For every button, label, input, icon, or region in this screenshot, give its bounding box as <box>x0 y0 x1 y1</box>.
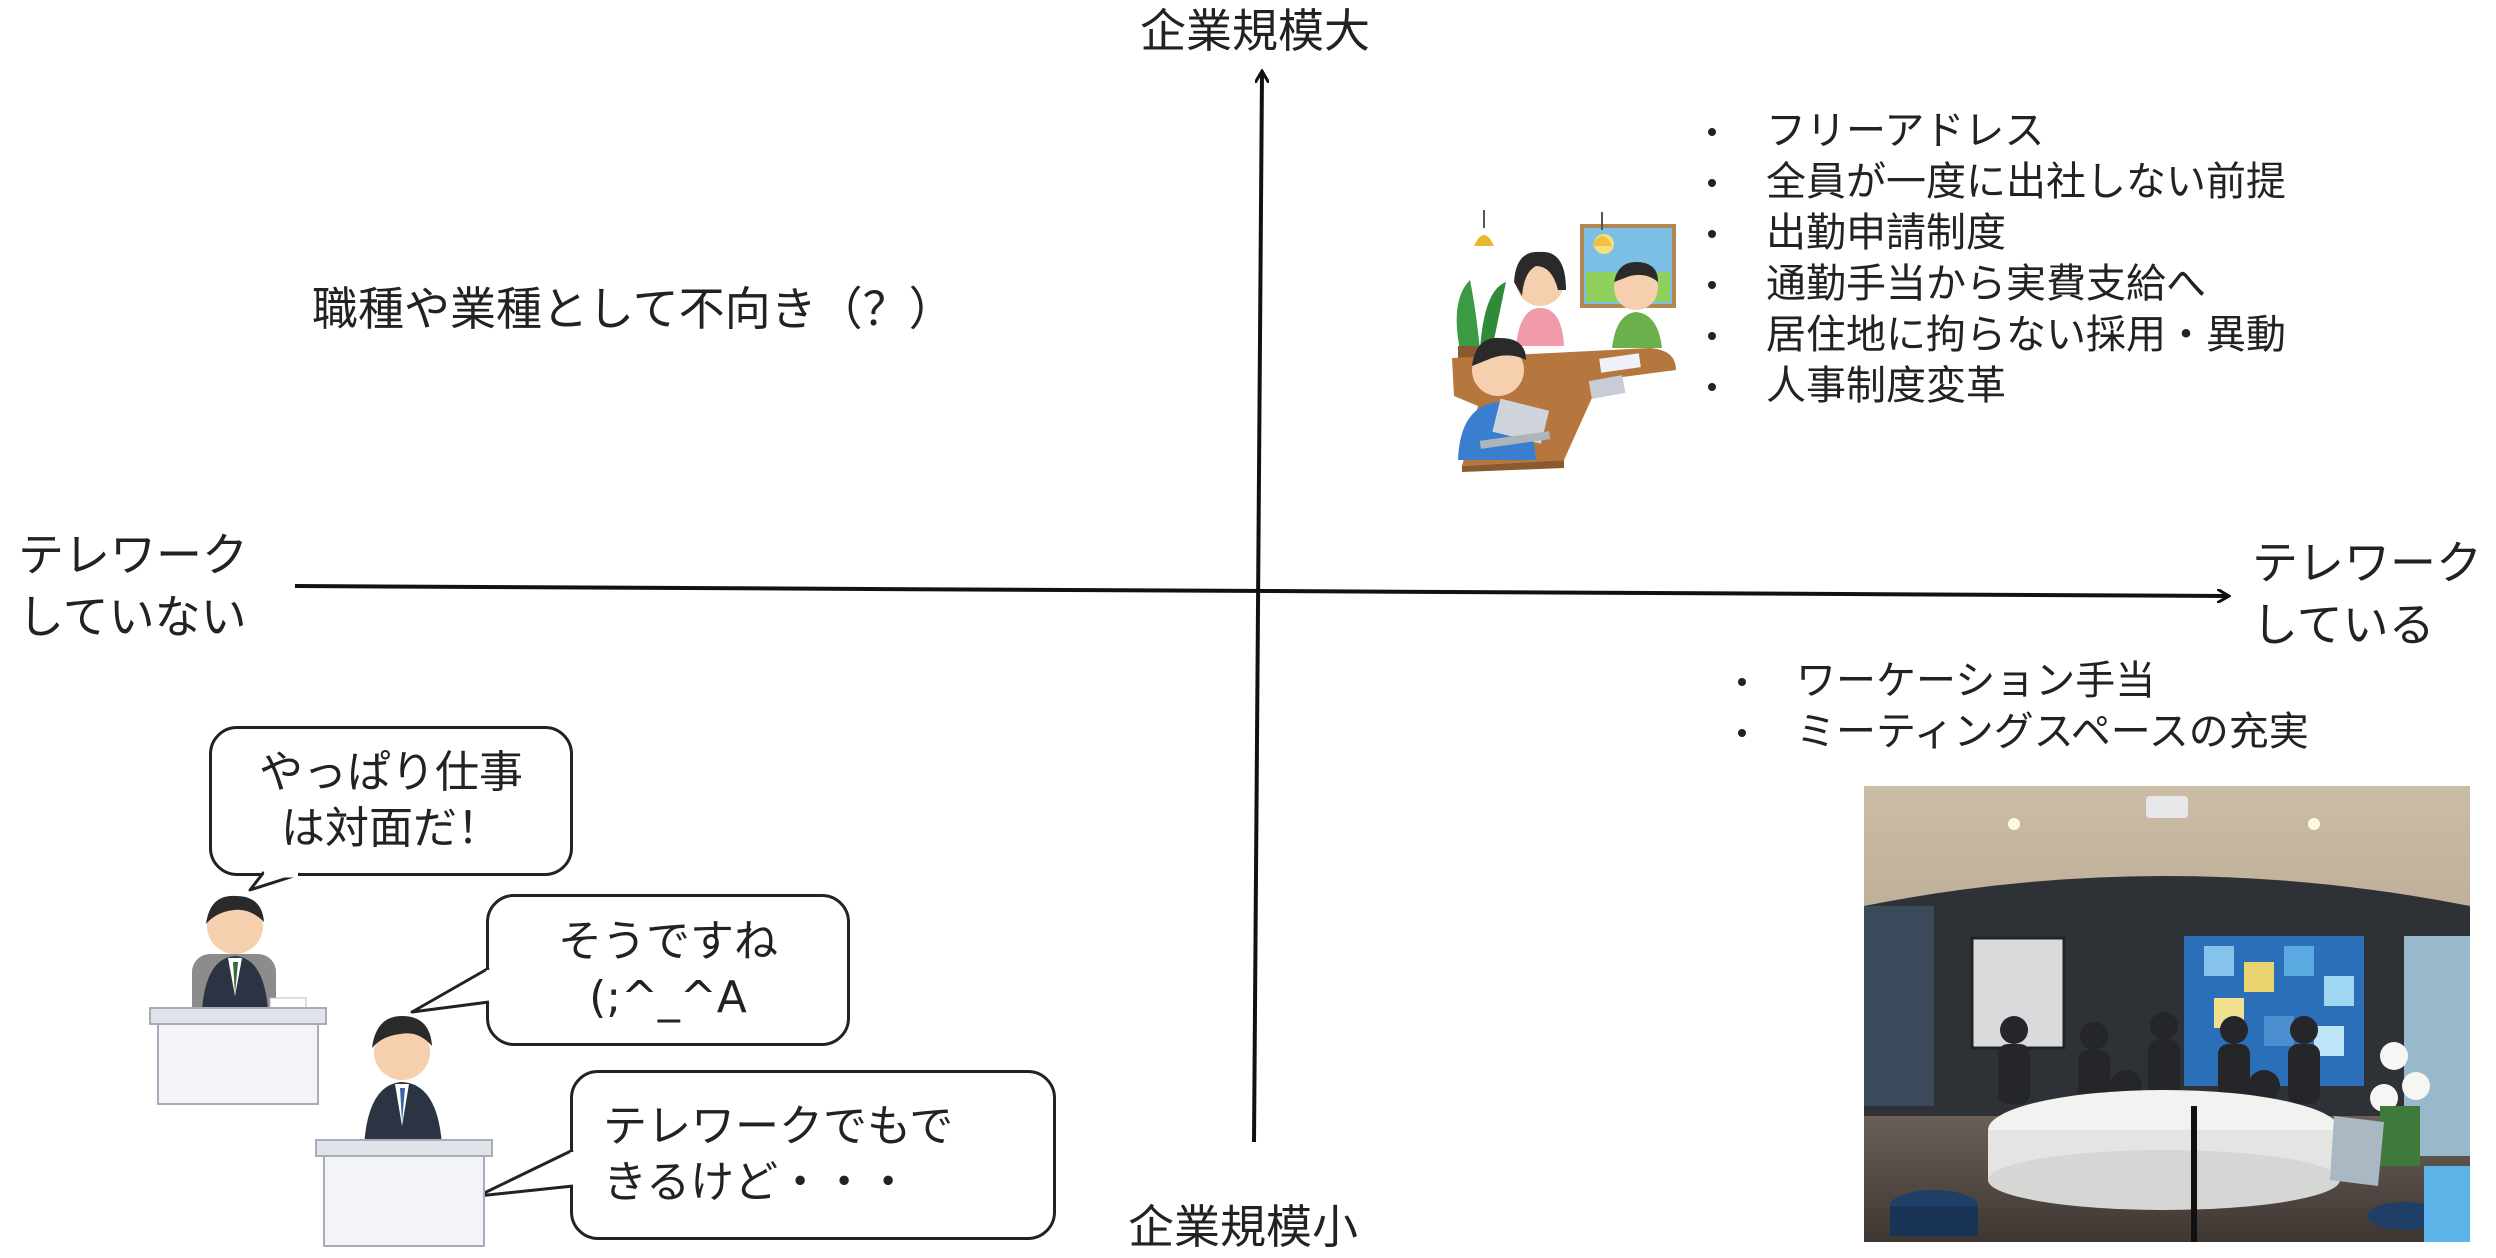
horizontal-axis <box>294 584 2228 596</box>
large-company-measures-list: フリーアドレス 全員が一度に出社しない前提 出勤申請制度 通勤手当から実費支給へ… <box>1700 106 2286 412</box>
axis-label-left: テレワーク していない <box>18 528 248 644</box>
list-item: フリーアドレス <box>1700 106 2286 157</box>
speech-bubble-boss: やっぱり仕事 は対面だ！ <box>209 726 573 876</box>
meeting-space-photo <box>1864 786 2470 1242</box>
axis-label-bottom: 企業規模小 <box>1128 1200 1358 1254</box>
axis-label-top: 企業規模大 <box>1140 4 1370 58</box>
quadrant-note-unsuitable: 職種や業種として不向き（？） <box>312 282 955 336</box>
list-item: 人事制度変革 <box>1700 361 2286 412</box>
list-item: 居住地に拘らない採用・異動 <box>1700 310 2286 361</box>
small-company-measures-list: ワーケーション手当 ミーティングスペースの充実 <box>1730 656 2309 758</box>
speech-bubble-employee-telework: テレワークでもで きるけど・・・ <box>570 1070 1056 1240</box>
office-workers-illustration <box>149 895 493 1247</box>
speech-bubble-employee-agree: そうですね (;^_^A <box>486 894 850 1046</box>
vertical-axis <box>1252 72 1262 1143</box>
list-item: 出勤申請制度 <box>1700 208 2286 259</box>
list-item: 全員が一度に出社しない前提 <box>1700 157 2286 208</box>
meeting-illustration <box>1452 210 1676 472</box>
list-item: 通勤手当から実費支給へ <box>1700 259 2286 310</box>
axis-label-right: テレワーク している <box>2252 536 2482 652</box>
list-item: ミーティングスペースの充実 <box>1730 707 2309 758</box>
list-item: ワーケーション手当 <box>1730 656 2309 707</box>
